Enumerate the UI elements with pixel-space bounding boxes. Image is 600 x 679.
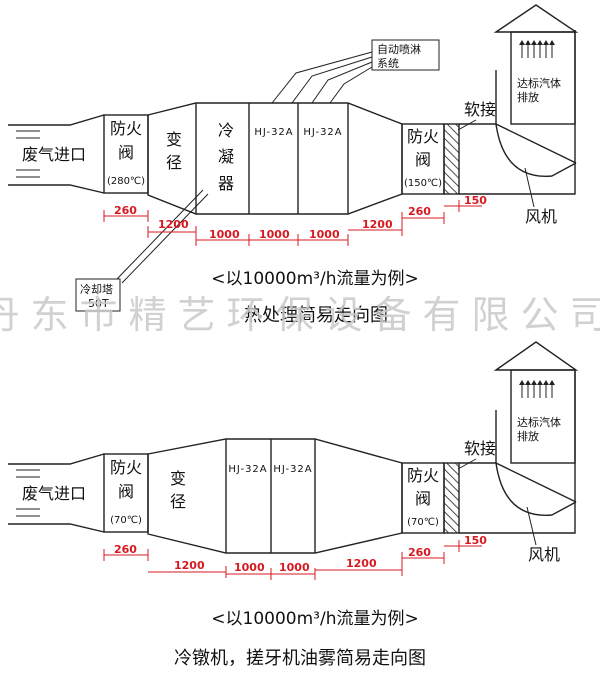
fire-damper-2-label: 阀: [415, 150, 431, 169]
hj-32a-unit-1: HJ-32A: [254, 127, 293, 138]
stack-label: 达标汽体: [517, 415, 561, 429]
fire-damper-2-label: 防火: [407, 127, 439, 146]
inlet-label: 废气进口: [22, 484, 86, 503]
fan-impeller: [495, 123, 577, 177]
fire-damper-2-temp: (70℃): [407, 517, 439, 528]
reducer-label: 径: [170, 492, 186, 511]
soft-joint: [443, 462, 460, 534]
dim-label: 1200: [362, 218, 393, 231]
fire-damper-2-temp: (150℃): [404, 178, 442, 189]
dim-label: 1000: [259, 228, 290, 241]
hj-32a-unit-2: HJ-32A: [303, 127, 342, 138]
exhaust-stack: [510, 31, 576, 125]
dim-label: 1200: [174, 559, 205, 572]
condenser-label: 冷: [218, 121, 234, 140]
cooling-tower-label: 冷却塔: [80, 283, 113, 296]
equipment-body: [147, 102, 403, 215]
dim-label: 260: [114, 204, 137, 217]
fire-damper-1-label: 阀: [118, 143, 134, 162]
stack-arrows: [519, 40, 555, 58]
fan-label: 风机: [528, 545, 560, 564]
condenser-label: 凝: [218, 147, 234, 166]
fire-damper-1-label: 防火: [110, 119, 142, 138]
spray-pipes: [271, 51, 373, 104]
fire-damper-1-label: 阀: [118, 482, 134, 501]
dim-label: 1200: [158, 218, 189, 231]
dim-label: 1000: [209, 228, 240, 241]
dim-label: 1200: [346, 557, 377, 570]
stack-arrows: [519, 380, 555, 398]
reducer-label: 变: [170, 469, 186, 488]
flow-note: <以10000m³/h流量为例>: [211, 609, 418, 629]
fire-damper-1-temp: (70℃): [110, 515, 142, 526]
cooling-tower-box: [75, 278, 121, 312]
reducer-label: 变: [166, 130, 182, 149]
inlet-label: 废气进口: [22, 145, 86, 164]
stack-label: 排放: [517, 90, 539, 104]
soft-joint: [443, 123, 460, 195]
soft-joint-pointer: [457, 458, 477, 470]
fire-damper-1-label: 防火: [110, 458, 142, 477]
diagram-title: 热处理简易走向图: [244, 305, 388, 326]
fan-blade: [495, 123, 577, 164]
soft-joint-pointer: [457, 119, 477, 131]
dim-label: 150: [464, 194, 487, 207]
soft-joint-label: 软接: [464, 100, 496, 119]
fire-damper-1-temp: (280℃): [107, 176, 145, 187]
flow-note: <以10000m³/h流量为例>: [211, 269, 418, 289]
stack-label: 达标汽体: [517, 76, 561, 90]
fan-impeller: [495, 462, 577, 516]
spray-system-label: 自动喷淋: [377, 43, 421, 56]
cooling-pipe: [116, 189, 204, 280]
dim-label: 1000: [309, 228, 340, 241]
fire-damper-2-label: 阀: [415, 489, 431, 508]
reducer-label: 径: [166, 153, 182, 172]
dim-label: 1000: [234, 561, 265, 574]
fire-damper-2-label: 防火: [407, 466, 439, 485]
diagram-title: 冷镦机，搓牙机油雾简易走向图: [174, 648, 426, 669]
hj-32a-unit-1: HJ-32A: [228, 464, 267, 475]
dim-label: 150: [464, 534, 487, 547]
cooling-tower-label: 50T: [88, 297, 109, 310]
watermark: 丹东市精艺环保设备有限公司: [0, 293, 600, 337]
inlet-duct: [8, 114, 105, 194]
dim-label: 260: [408, 205, 431, 218]
diagram-2: 废气进口 防火 阀 (70℃) 变 径 HJ-32A HJ-32A 防火 阀 (…: [8, 341, 579, 669]
inlet-duct: [8, 453, 105, 533]
dimension-lines: [103, 200, 482, 246]
fan-pointer: [526, 506, 537, 546]
spray-system-box: [371, 39, 440, 71]
exhaust-stack: [510, 369, 576, 464]
hj-32a-unit-2: HJ-32A: [273, 464, 312, 475]
condenser-label: 器: [218, 174, 234, 193]
dim-label: 1000: [279, 561, 310, 574]
dim-label: 260: [114, 543, 137, 556]
stack-hood: [493, 341, 579, 371]
stack-label: 排放: [517, 429, 539, 443]
spray-system-label: 系统: [377, 57, 399, 70]
equipment-body: [147, 438, 403, 554]
diagram-1: 废气进口 防火 阀 (280℃) 变 径 冷 凝 器 HJ-32A HJ-32A…: [8, 4, 579, 326]
cooling-pipe: [121, 193, 209, 284]
dimension-lines: [103, 540, 482, 580]
fan-label: 风机: [525, 207, 557, 226]
fan-blade: [495, 462, 577, 503]
soft-joint-label: 软接: [464, 439, 496, 458]
dim-label: 260: [408, 546, 431, 559]
stack-hood: [493, 4, 579, 33]
fan-pointer: [524, 167, 535, 208]
